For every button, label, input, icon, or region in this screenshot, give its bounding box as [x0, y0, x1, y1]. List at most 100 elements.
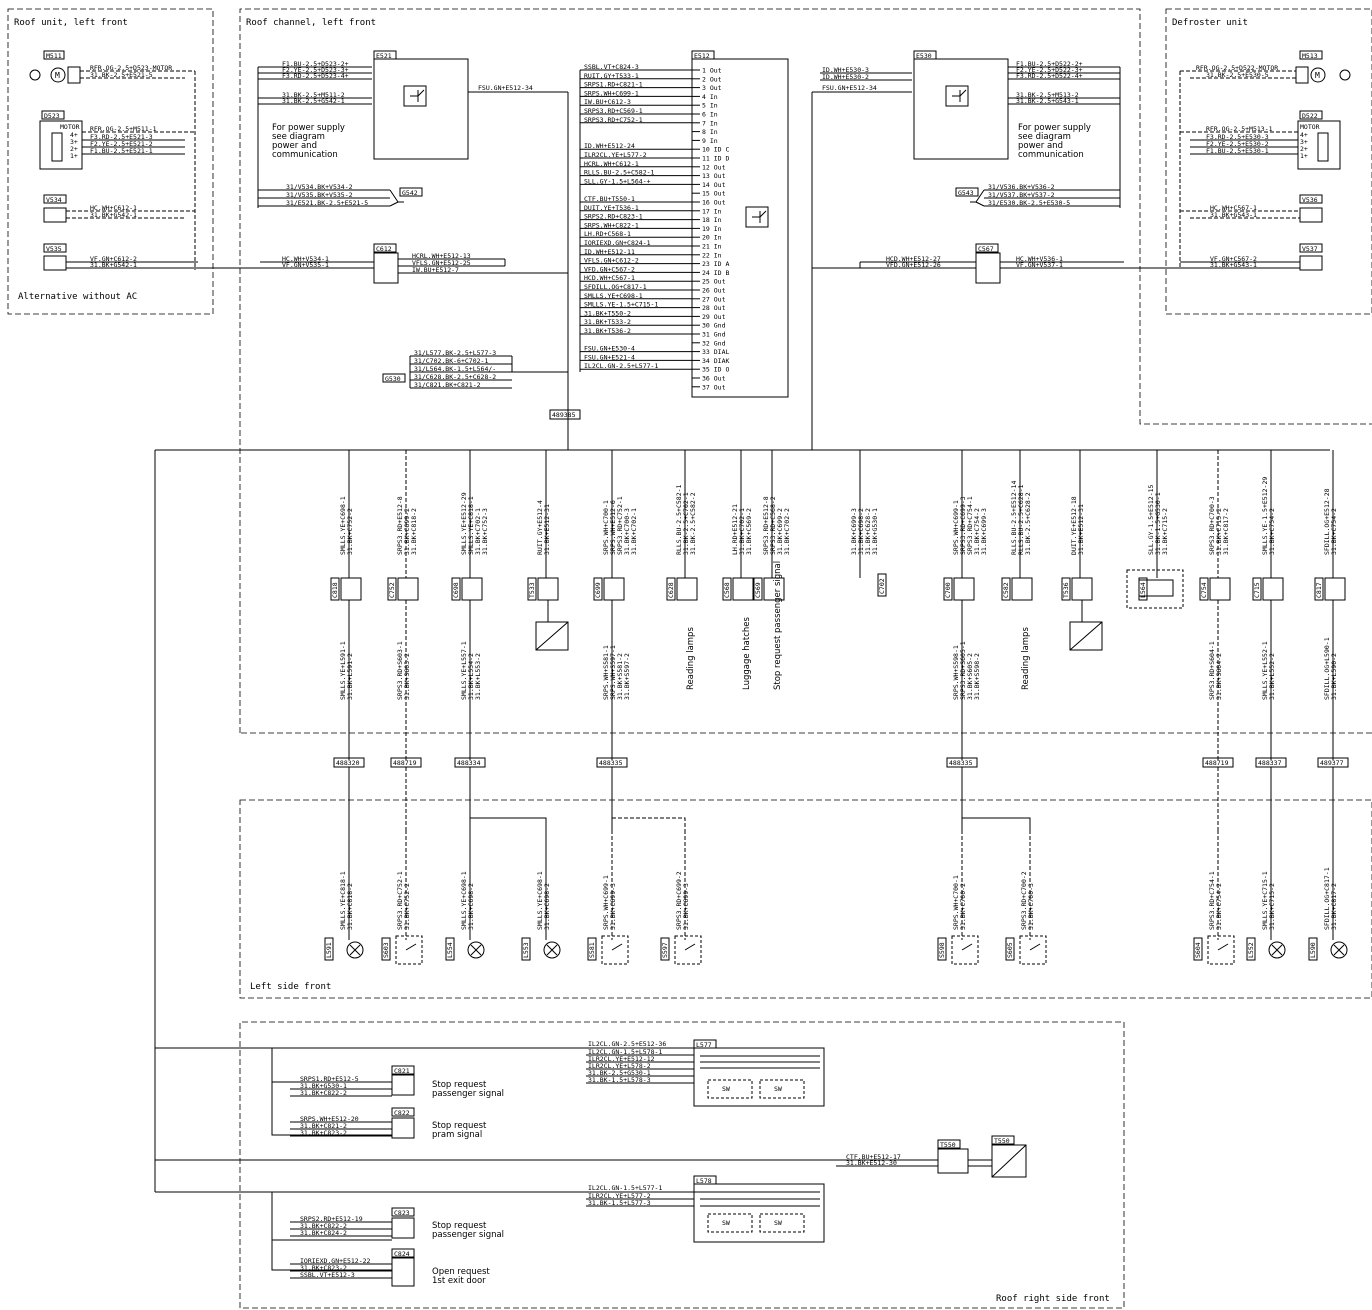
svg-text:see diagram: see diagram — [1018, 132, 1071, 142]
svg-text:HCRL.WH+E512-13: HCRL.WH+E512-13 — [412, 252, 471, 260]
svg-text:V537: V537 — [1302, 245, 1318, 253]
svg-text:SW: SW — [774, 1219, 782, 1227]
connector-id: T536 — [1062, 582, 1070, 598]
e512-pin: 29 Out — [702, 313, 726, 321]
e512-pin: 10 ID C — [702, 146, 729, 154]
svg-text:IL2CL.GN-1.5+L578-1: IL2CL.GN-1.5+L578-1 — [588, 1048, 662, 1056]
e512-wire-label: ID.WH+E512-11 — [584, 248, 635, 256]
branch-top-wire: 31.BK+C698-2 — [857, 508, 865, 555]
branch-top-wire: 31.BK+C699-3 — [850, 508, 858, 555]
e512-wire-label: SRPS3.RD+C752-1 — [584, 116, 643, 124]
branch-top-wire: 31.BK-2.5+C582-2 — [689, 492, 697, 555]
connector-id: T533 — [528, 582, 536, 598]
branch-label: Reading lamps — [686, 627, 696, 690]
svg-text:2+: 2+ — [70, 145, 78, 153]
branch-top-wire: 31.BK+C754-2 — [1268, 508, 1276, 555]
svg-text:ID.WH+E530-2: ID.WH+E530-2 — [822, 73, 869, 81]
svg-text:C823: C823 — [394, 1209, 410, 1217]
svg-text:SRPS1.RD+E512-5: SRPS1.RD+E512-5 — [300, 1075, 359, 1083]
e512-pin: 16 Out — [702, 199, 726, 207]
svg-text:VFD.GN+E512-26: VFD.GN+E512-26 — [886, 261, 941, 269]
svg-text:SRPS.WH+E512-20: SRPS.WH+E512-20 — [300, 1115, 359, 1123]
branch-top-wire: 31.BK+C702-2 — [783, 508, 791, 555]
device-wire: SRPS3.RD+C700-2 — [1020, 871, 1028, 930]
branch-top-wire: 31.BK+C569-2 — [745, 508, 753, 555]
cable-id: 488719 — [1205, 759, 1229, 767]
e512-wire-label: FSU.GN+E521-4 — [584, 353, 635, 361]
e512-pin: 35 ID O — [702, 366, 729, 374]
svg-text:3+: 3+ — [70, 138, 78, 146]
m511-motor: M511 RFR.OG-2.5+D523-MOTOR 31.BK-2.5+E52… — [29, 50, 195, 84]
branch-bottom-wire: 31.BK+L553-2 — [474, 653, 482, 700]
device-wire: 31.BK+C700-3 — [1027, 883, 1035, 930]
cable-id: 488719 — [393, 759, 417, 767]
e512-pin: 7 In — [702, 119, 718, 127]
svg-text:passenger signal: passenger signal — [432, 1089, 504, 1099]
device-wire: SMLLS.YE+C715-1 — [1261, 871, 1269, 930]
device-wire: 31.BK+C699-3 — [682, 883, 690, 930]
device-id: L554 — [446, 942, 454, 958]
branch-top-wire: 31.BK+C700-3 — [623, 508, 631, 555]
svg-text:31/E530.BK-2.5+E530-5: 31/E530.BK-2.5+E530-5 — [988, 199, 1070, 207]
section-left-side: Left side front — [250, 982, 331, 992]
svg-text:31.BK-2.5+M513-2: 31.BK-2.5+M513-2 — [1016, 91, 1079, 99]
svg-text:31/V534.BK+V534-2: 31/V534.BK+V534-2 — [286, 183, 353, 191]
branch-top-wire: 31.BK+C699-2 — [403, 508, 411, 555]
svg-text:Open request: Open request — [432, 1267, 490, 1277]
svg-text:E521: E521 — [376, 52, 392, 60]
device-wire: 31.BK+C698-2 — [543, 883, 551, 930]
connector-id: C754 — [1200, 582, 1208, 598]
e512-pin: 26 Out — [702, 287, 726, 295]
device-wire: SMLLS.YE+C818-1 — [339, 871, 347, 930]
v536-valve: V536 HC.WH+C567-1 31.BK+G543-1 — [1180, 194, 1323, 223]
branch-top-wire: 31.BK+C752-3 — [481, 508, 489, 555]
svg-text:C612: C612 — [376, 245, 392, 253]
branch-top-wire: 31.BK+C702-1 — [738, 508, 746, 555]
svg-text:D523: D523 — [44, 112, 60, 120]
section-roof-unit: Roof unit, left front — [14, 18, 128, 28]
e530-unit: E530 ID.WH+E530-3 ID.WH+E530-2 FSU.GN+E5… — [811, 50, 1121, 450]
svg-text:31/C821.BK+C821-2: 31/C821.BK+C821-2 — [414, 381, 481, 389]
e512-wire-label: SRPS.WH+C822-1 — [584, 221, 639, 229]
branch-bottom-wire: 31.BK+S581-2 — [616, 653, 624, 700]
e512-wire-label: SRPS1.RD+C821-1 — [584, 81, 643, 89]
c824-connector: C824 IORIEXD.GN+E512-22 31.BK+C823-2 SSB… — [290, 1248, 490, 1287]
device-id: L591 — [325, 942, 333, 958]
e512-wire-label: 31.BK+T536-2 — [584, 327, 631, 335]
e512-pin: 3 Out — [702, 84, 722, 92]
svg-text:SW: SW — [722, 1219, 730, 1227]
svg-text:MOTOR: MOTOR — [60, 123, 80, 131]
svg-text:FSU.GN+E512-34: FSU.GN+E512-34 — [478, 84, 533, 92]
v537-valve: V537 VF.GN+C567-2 31.BK+G543-1 — [1180, 243, 1323, 271]
branch-top-wire: SFDILL.OG+E512-28 — [1323, 488, 1331, 555]
v535-valve: V535 VF.GN+C612-2 31.BK+G542-1 — [43, 243, 198, 271]
e512-pin: 31 Gnd — [702, 331, 726, 339]
svg-text:M513: M513 — [1302, 52, 1318, 60]
svg-text:IORIEXD.GN+E512-22: IORIEXD.GN+E512-22 — [300, 1257, 371, 1265]
connector-id: C818 — [331, 582, 339, 598]
svg-text:RFR.OG-2.5+D522-MOTOR: RFR.OG-2.5+D522-MOTOR — [1196, 64, 1278, 72]
branch-top-wire: 31.BK-1.5+G530-1 — [1154, 492, 1162, 555]
section-roof-right: Roof right side front — [996, 1294, 1110, 1304]
svg-text:31.BK+G542-1: 31.BK+G542-1 — [90, 261, 137, 269]
svg-text:31.BK-2.5+G530-1: 31.BK-2.5+G530-1 — [588, 1069, 651, 1077]
device-id: S598 — [938, 942, 946, 958]
branch-top-wire: SRPS3.RD+E512-8 — [762, 496, 770, 555]
branch-top-wire: 31.BK+C752-2 — [346, 508, 354, 555]
svg-text:FSU.GN+E512-34: FSU.GN+E512-34 — [822, 84, 877, 92]
svg-text:31.BK-2.5+M511-2: 31.BK-2.5+M511-2 — [282, 91, 345, 99]
e512-pin: 19 In — [702, 225, 722, 233]
c822-connector: C822 SRPS.WH+E512-20 31.BK+C821-2 31.BK+… — [290, 1107, 487, 1140]
branch-label: Stop request passenger signal — [773, 561, 783, 690]
device-wire: 31.BK+C699-3 — [609, 883, 617, 930]
e512-wire-label: ID.WH+E512-24 — [584, 142, 635, 150]
branch-bottom-wire: 31.BK+L591-2 — [346, 653, 354, 700]
svg-text:passenger signal: passenger signal — [432, 1230, 504, 1240]
